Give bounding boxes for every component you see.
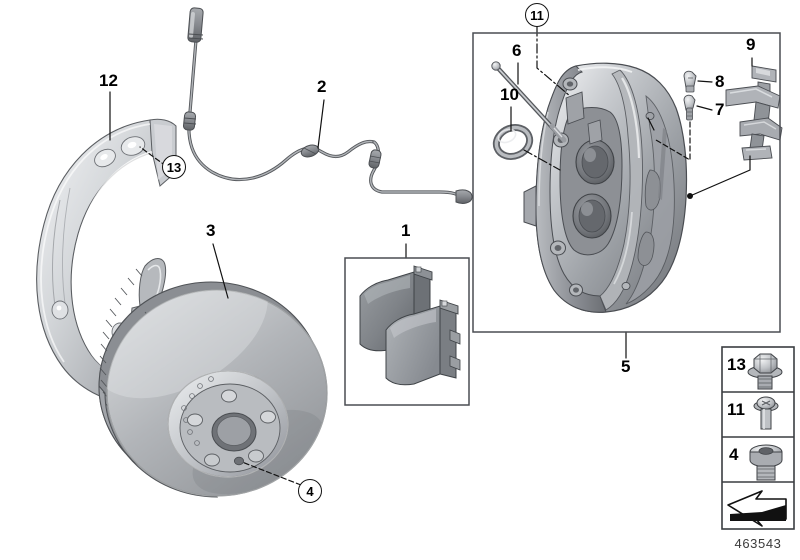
group-boxes [344,32,781,406]
callout-5: 5 [621,357,631,376]
disc-retaining-screw-hole [233,456,245,466]
brake-caliper-assembly [523,62,688,313]
diagram-part-number: 463543 [734,536,782,551]
leader-bleeder-port [647,117,655,131]
sensor-clip-mid [300,144,320,158]
brake-pad-box [344,257,470,406]
callout-4: 4 [298,479,322,503]
leader-10-target [523,149,561,171]
callout-8: 8 [715,72,725,91]
bleeder-valve [683,70,697,93]
leader-3 [212,243,229,299]
countersunk-bolt-icon [749,444,783,481]
callout-2: 2 [317,77,327,96]
callout-6: 6 [512,41,522,60]
leader-9-target [689,155,751,197]
sensor-plug-lower [455,189,473,204]
callout-12: 12 [99,71,118,90]
caliper-guide-pin [491,61,567,143]
leader-4 [241,461,302,486]
brake-pad-set [359,265,461,386]
callout-1: 1 [401,221,411,240]
caliper-group-box [472,32,781,333]
sensor-grommet-left [182,111,197,131]
callout-11: 11 [525,3,549,27]
callout-10: 10 [500,85,519,104]
hardware-label-13: 13 [727,355,746,374]
bleeder-valve-cap [683,94,696,121]
leader-2 [317,99,325,149]
leader-7-target [655,121,691,162]
pan-head-screw-icon [753,396,779,430]
pad-retaining-spring [725,65,783,161]
leader-8 [697,80,713,83]
brake-dust-shield [36,118,207,413]
leader-lines [109,26,753,486]
sealing-ring [492,124,534,160]
brake-disc-ventilated [98,268,328,498]
brake-pad-front [385,299,461,386]
hardware-label-4: 4 [729,445,739,464]
leader-13 [139,146,167,167]
callout-3: 3 [206,221,216,240]
leader-11 [536,26,571,97]
direction-arrow-icon [727,490,787,527]
hardware-panel [721,346,795,530]
callout-7: 7 [715,100,725,119]
hex-flange-bolt-icon [747,353,783,390]
leader-7 [696,105,713,111]
callout-13: 13 [162,155,186,179]
hardware-label-11: 11 [727,400,745,419]
sensor-plug-upper [187,7,204,43]
sensor-clip-right [368,149,382,169]
disc-lug-holes [187,389,276,467]
brake-pad-wear-sensor [182,7,473,204]
callout-9: 9 [746,35,756,54]
